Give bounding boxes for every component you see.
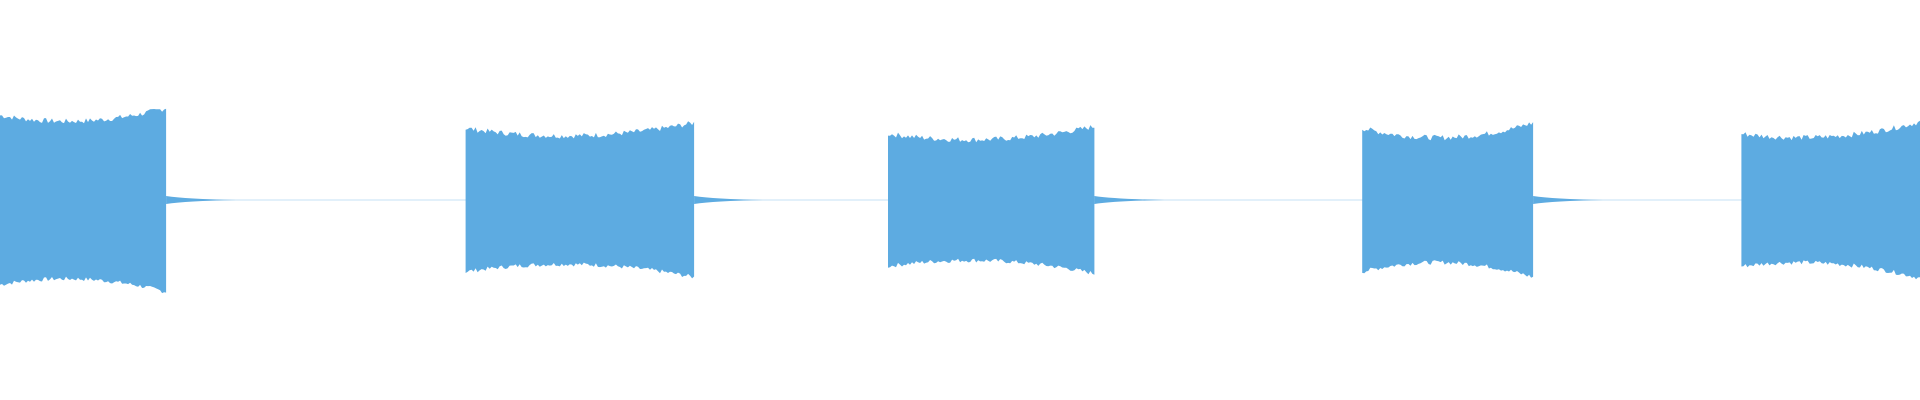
waveform-tail-burst-2 bbox=[694, 196, 765, 204]
waveform-burst-1 bbox=[0, 108, 167, 294]
waveform-tail-burst-4 bbox=[1533, 196, 1604, 204]
waveform-burst-5 bbox=[1741, 120, 1920, 280]
waveform-burst-4 bbox=[1362, 122, 1534, 278]
waveform-burst-3 bbox=[888, 125, 1095, 275]
waveform-tail-burst-3 bbox=[1094, 196, 1165, 204]
waveform-tail-burst-1 bbox=[166, 196, 237, 204]
waveform-bursts bbox=[0, 108, 1920, 294]
waveform-burst-2 bbox=[465, 121, 695, 279]
